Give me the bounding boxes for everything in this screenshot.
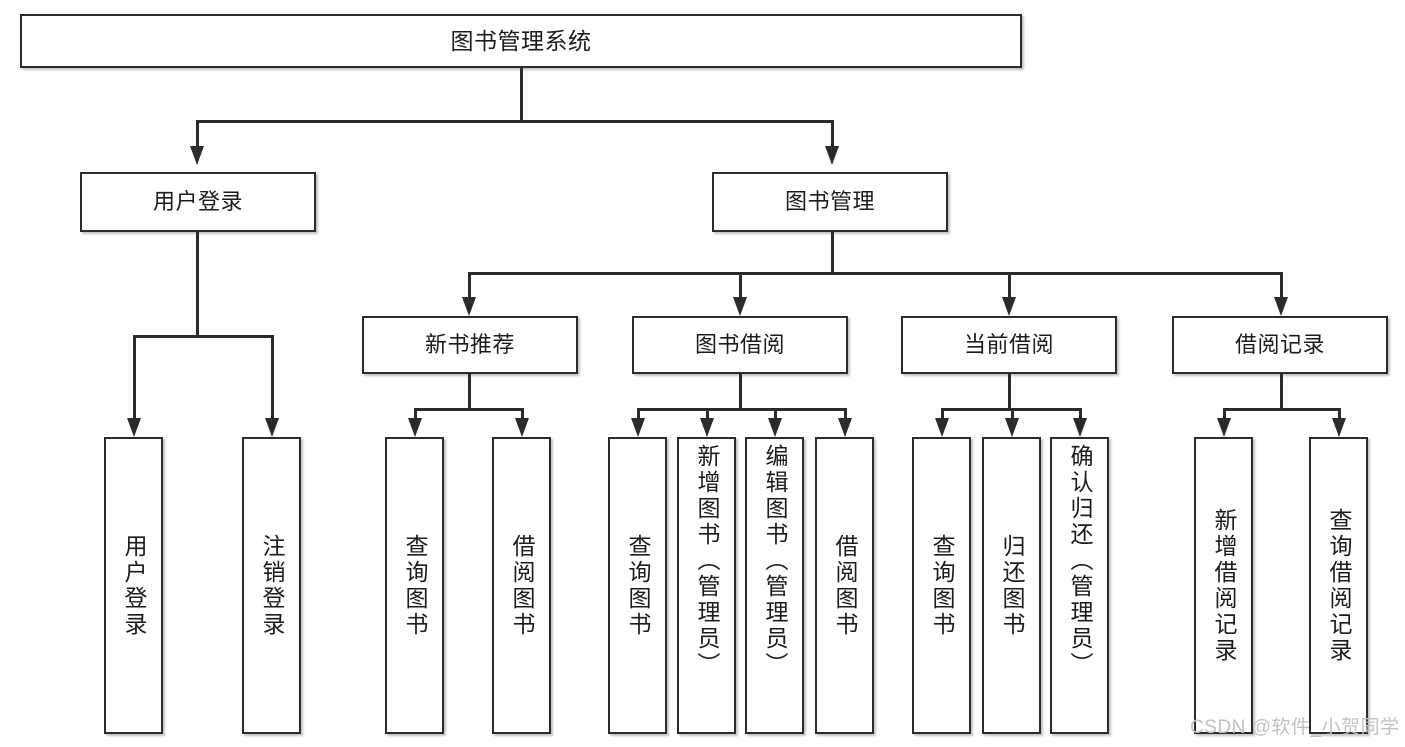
connector-root-drop-left (196, 120, 199, 147)
connector-bookborrow-stem (739, 374, 742, 410)
node-label: 借阅记录 (1234, 332, 1325, 358)
node-label: 确认归还（管理员） (1067, 444, 1093, 678)
leaf-logout[interactable]: 注销登录 (242, 437, 301, 734)
node-label: 新增图书（管理员） (694, 444, 720, 678)
arrowhead-cb-leaf-3 (1073, 418, 1087, 437)
node-label: 查询图书 (929, 533, 955, 638)
connector-user-login-bus (133, 335, 273, 338)
leaf-borrow-edit-book-admin[interactable]: 编辑图书（管理员） (745, 437, 804, 734)
node-label: 图书管理 (784, 189, 875, 215)
node-label: 图书管理系统 (450, 27, 592, 54)
node-label: 借阅图书 (509, 533, 535, 638)
arrowhead-to-book-manage (825, 146, 839, 165)
leaf-current-query-book[interactable]: 查询图书 (912, 437, 971, 734)
node-book-manage[interactable]: 图书管理 (712, 172, 948, 232)
connector-newbook-stem (468, 374, 471, 410)
leaf-current-confirm-return-admin[interactable]: 确认归还（管理员） (1050, 437, 1109, 734)
node-label: 新书推荐 (424, 332, 515, 358)
connector-book-manage-bus (468, 272, 1280, 275)
leaf-borrow-query-book[interactable]: 查询图书 (608, 437, 667, 734)
connector-cb-drop-3 (1079, 408, 1082, 419)
node-new-book-recommend[interactable]: 新书推荐 (362, 316, 578, 374)
node-label: 注销登录 (259, 533, 285, 638)
connector-rec-drop-1 (1223, 408, 1226, 419)
arrowhead-cb-leaf-1 (935, 418, 949, 437)
connector-bm-drop-1 (468, 272, 471, 298)
node-label: 用户登录 (152, 189, 243, 215)
connector-bb-drop-1 (637, 408, 640, 419)
connector-newbook-bus (414, 408, 524, 411)
arrowhead-newbook-leaf-2 (515, 418, 529, 437)
arrowhead-bb-leaf-4 (838, 418, 852, 437)
connector-user-login-stem (196, 232, 199, 336)
connector-bookborrow-bus (637, 408, 847, 411)
connector-newbook-drop-2 (521, 408, 524, 419)
arrowhead-bb-leaf-1 (631, 418, 645, 437)
connector-bb-drop-3 (774, 408, 777, 419)
arrowhead-bb-leaf-3 (768, 418, 782, 437)
arrowhead-user-login-leaf-2 (265, 418, 279, 437)
connector-root-drop-right (831, 120, 834, 147)
connector-cb-drop-2 (1011, 408, 1014, 419)
node-label: 新增借阅记录 (1211, 507, 1237, 664)
arrowhead-newbook-leaf-1 (408, 418, 422, 437)
arrowhead-to-book-borrow (733, 297, 747, 316)
leaf-borrow-add-book-admin[interactable]: 新增图书（管理员） (677, 437, 736, 734)
leaf-newbook-borrow-book[interactable]: 借阅图书 (492, 437, 551, 734)
leaf-current-return-book[interactable]: 归还图书 (982, 437, 1041, 734)
arrowhead-to-borrow-records (1274, 297, 1288, 316)
node-label: 查询图书 (402, 533, 428, 638)
arrowhead-cb-leaf-2 (1005, 418, 1019, 437)
arrowhead-to-new-book (462, 297, 476, 316)
connector-bm-drop-4 (1280, 272, 1283, 298)
connector-root-bus (196, 120, 833, 123)
connector-book-manage-stem (831, 232, 834, 274)
csdn-watermark: CSDN @软件_小贺同学 (1190, 717, 1400, 738)
node-label: 查询借阅记录 (1326, 507, 1352, 664)
connector-bm-drop-3 (1008, 272, 1011, 298)
node-label: 查询图书 (625, 533, 651, 638)
arrowhead-rec-leaf-1 (1217, 418, 1231, 437)
arrowhead-to-user-login (190, 146, 204, 165)
node-current-borrow[interactable]: 当前借阅 (901, 316, 1117, 374)
node-label: 编辑图书（管理员） (762, 444, 788, 678)
connector-records-bus (1223, 408, 1341, 411)
connector-cb-drop-1 (941, 408, 944, 419)
connector-bb-drop-2 (706, 408, 709, 419)
leaf-borrow-borrow-book[interactable]: 借阅图书 (815, 437, 874, 734)
connector-rec-drop-2 (1338, 408, 1341, 419)
arrowhead-user-login-leaf-1 (127, 418, 141, 437)
leaf-records-add-record[interactable]: 新增借阅记录 (1194, 437, 1253, 734)
node-book-borrow[interactable]: 图书借阅 (632, 316, 848, 374)
node-label: 用户登录 (121, 533, 147, 638)
connector-bb-drop-4 (844, 408, 847, 419)
arrowhead-to-current-borrow (1002, 297, 1016, 316)
leaf-user-login[interactable]: 用户登录 (104, 437, 163, 734)
arrowhead-rec-leaf-2 (1332, 418, 1346, 437)
node-label: 图书借阅 (694, 332, 785, 358)
connector-records-stem (1280, 374, 1283, 410)
node-label: 归还图书 (999, 533, 1025, 638)
connector-root-stem (520, 68, 523, 120)
node-root-system[interactable]: 图书管理系统 (20, 14, 1022, 68)
connector-user-login-drop-1 (133, 335, 136, 419)
node-label: 借阅图书 (832, 533, 858, 638)
node-borrow-records[interactable]: 借阅记录 (1172, 316, 1388, 374)
connector-currentborrow-stem (1008, 374, 1011, 410)
node-user-login[interactable]: 用户登录 (80, 172, 316, 232)
connector-user-login-drop-2 (271, 335, 274, 419)
node-label: 当前借阅 (963, 332, 1054, 358)
connector-bm-drop-2 (739, 272, 742, 298)
connector-newbook-drop-1 (414, 408, 417, 419)
leaf-records-query-record[interactable]: 查询借阅记录 (1309, 437, 1368, 734)
leaf-newbook-query-book[interactable]: 查询图书 (385, 437, 444, 734)
arrowhead-bb-leaf-2 (700, 418, 714, 437)
